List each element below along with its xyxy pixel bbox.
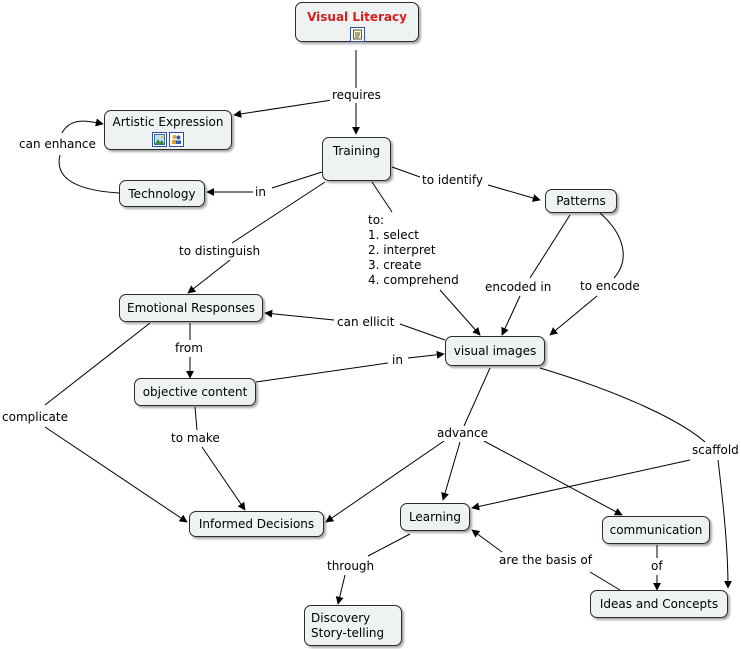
link-label-in-visual: in xyxy=(390,353,405,368)
node-objective-content[interactable]: objective content xyxy=(134,378,256,406)
node-training[interactable]: Training xyxy=(322,137,391,181)
node-communication[interactable]: communication xyxy=(602,516,710,544)
node-patterns[interactable]: Patterns xyxy=(545,189,617,213)
link-label-can-ellicit: can ellicit xyxy=(335,315,397,330)
image-icon[interactable] xyxy=(152,132,167,147)
node-visual-images-label: visual images xyxy=(453,344,537,358)
node-discovery-line1: Discovery xyxy=(311,610,371,625)
node-patterns-label: Patterns xyxy=(556,194,606,208)
link-label-complicate: complicate xyxy=(0,410,70,425)
node-artistic-expression-label: Artistic Expression xyxy=(112,115,224,129)
node-ideas-and-concepts-label: Ideas and Concepts xyxy=(599,597,719,611)
link-label-to-encode: to encode xyxy=(578,279,642,294)
link-label-requires: requires xyxy=(330,88,383,103)
link-label-through: through xyxy=(325,559,377,574)
node-emotional-responses-label: Emotional Responses xyxy=(127,301,255,315)
link-label-to-distinguish: to distinguish xyxy=(177,244,263,259)
link-label-in-technology: in xyxy=(253,185,268,200)
link-label-of: of xyxy=(649,559,665,574)
node-discovery-line2: Story-telling xyxy=(311,625,385,640)
link-label-scaffold: scaffold xyxy=(690,443,741,458)
link-label-to-list-line5: 4. comprehend xyxy=(368,273,459,287)
node-visual-images[interactable]: visual images xyxy=(445,336,545,366)
node-artistic-expression[interactable]: Artistic Expression xyxy=(104,110,232,150)
node-training-label: Training xyxy=(332,144,381,158)
node-learning-label: Learning xyxy=(408,510,462,524)
link-label-encoded-in: encoded in xyxy=(483,280,554,295)
link-label-advance: advance xyxy=(435,426,491,441)
link-label-to-list-line4: 3. create xyxy=(368,258,422,272)
node-visual-literacy-label: Visual Literacy xyxy=(307,10,407,24)
link-label-from: from xyxy=(173,341,205,356)
link-label-to-list-line3: 2. interpret xyxy=(368,243,436,257)
link-label-to-make: to make xyxy=(169,431,222,446)
node-informed-decisions[interactable]: Informed Decisions xyxy=(189,511,324,537)
node-technology-label: Technology xyxy=(128,186,196,201)
node-learning[interactable]: Learning xyxy=(400,503,470,531)
link-label-to-list-line2: 1. select xyxy=(368,228,419,242)
link-label-to-list-line1: to: xyxy=(368,213,385,227)
node-technology[interactable]: Technology xyxy=(119,180,205,207)
node-visual-literacy[interactable]: Visual Literacy xyxy=(295,2,419,42)
people-icon[interactable] xyxy=(169,132,184,147)
node-emotional-responses[interactable]: Emotional Responses xyxy=(119,294,263,322)
node-communication-label: communication xyxy=(609,523,703,537)
link-label-to-list: to: 1. select 2. interpret 3. create 4. … xyxy=(366,213,461,288)
link-label-are-the-basis-of: are the basis of xyxy=(497,553,594,568)
document-icon[interactable] xyxy=(349,27,365,42)
node-ideas-and-concepts[interactable]: Ideas and Concepts xyxy=(590,590,728,618)
node-discovery-storytelling[interactable]: Discovery Story-telling xyxy=(304,605,402,646)
node-objective-content-label: objective content xyxy=(142,385,248,399)
link-label-can-enhance: can enhance xyxy=(17,137,98,152)
node-informed-decisions-label: Informed Decisions xyxy=(198,517,315,531)
link-label-to-identify: to identify xyxy=(420,173,485,188)
